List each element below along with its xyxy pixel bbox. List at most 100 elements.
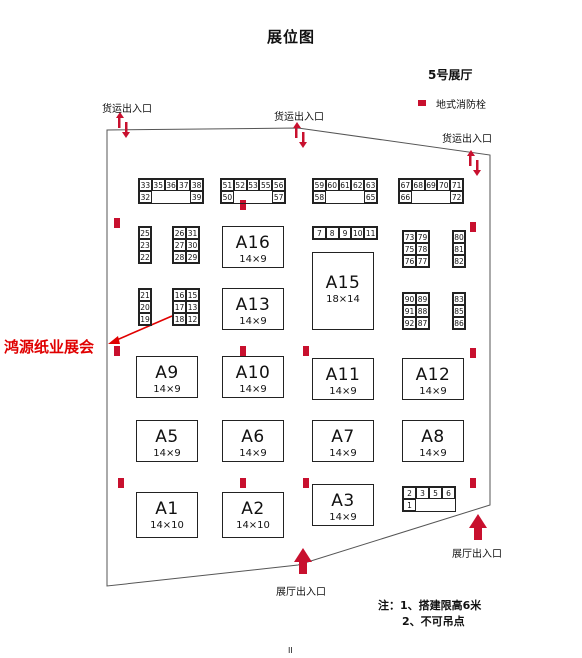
- small-booth-68[interactable]: 68: [411, 179, 425, 191]
- small-booth-51[interactable]: 51: [221, 179, 234, 191]
- small-booth-82[interactable]: 82: [453, 255, 465, 267]
- small-booth-75[interactable]: 75: [403, 243, 416, 255]
- small-booth-86[interactable]: 86: [453, 317, 465, 329]
- small-booth-69[interactable]: 69: [424, 179, 438, 191]
- small-booth-58[interactable]: 58: [313, 191, 326, 203]
- small-booth-26[interactable]: 26: [173, 227, 186, 239]
- small-booth-13[interactable]: 13: [186, 301, 199, 313]
- small-booth-63[interactable]: 63: [364, 179, 377, 191]
- small-booth-81[interactable]: 81: [453, 243, 465, 255]
- small-booth-6[interactable]: 6: [442, 487, 455, 499]
- small-booth-83[interactable]: 83: [453, 293, 465, 305]
- small-booth-57[interactable]: 57: [272, 191, 285, 203]
- small-booth-70[interactable]: 70: [437, 179, 451, 191]
- small-booth-22[interactable]: 22: [139, 251, 151, 263]
- small-booth-87[interactable]: 87: [416, 317, 429, 329]
- small-booth-85[interactable]: 85: [453, 305, 465, 317]
- small-booth-15[interactable]: 15: [186, 289, 199, 301]
- small-booth-16[interactable]: 16: [173, 289, 186, 301]
- cargo-entrance-right-label: 货运出入口: [442, 134, 492, 145]
- small-booth-73[interactable]: 73: [403, 231, 416, 243]
- small-booth-3[interactable]: 3: [416, 487, 429, 499]
- small-booth-72[interactable]: 72: [450, 191, 463, 203]
- small-booth-blank: [247, 191, 260, 203]
- small-booth-37[interactable]: 37: [177, 179, 191, 191]
- small-booth-33[interactable]: 33: [139, 179, 152, 191]
- small-booth-56[interactable]: 56: [272, 179, 285, 191]
- small-booth-38[interactable]: 38: [190, 179, 203, 191]
- small-booth-52[interactable]: 52: [233, 179, 247, 191]
- small-booth-29[interactable]: 29: [186, 251, 199, 263]
- small-booth-79[interactable]: 79: [416, 231, 429, 243]
- small-booth-50[interactable]: 50: [221, 191, 234, 203]
- small-booth-35[interactable]: 35: [151, 179, 165, 191]
- small-booth-9[interactable]: 9: [338, 227, 352, 239]
- small-booth-65[interactable]: 65: [364, 191, 377, 203]
- small-booth-11[interactable]: 11: [364, 227, 377, 239]
- booth-label: A6: [241, 427, 265, 447]
- small-booth-36[interactable]: 36: [164, 179, 178, 191]
- small-booth-21[interactable]: 21: [139, 289, 151, 301]
- small-booth-89[interactable]: 89: [416, 293, 429, 305]
- small-booth-17[interactable]: 17: [173, 301, 186, 313]
- small-booth-62[interactable]: 62: [351, 179, 365, 191]
- small-booth-18[interactable]: 18: [173, 313, 186, 325]
- small-booth-2[interactable]: 2: [403, 487, 416, 499]
- small-booth-77[interactable]: 77: [416, 255, 429, 267]
- small-booth-39[interactable]: 39: [190, 191, 203, 203]
- small-booth-10[interactable]: 10: [351, 227, 365, 239]
- small-booth-5[interactable]: 5: [429, 487, 442, 499]
- small-booth-67[interactable]: 67: [399, 179, 412, 191]
- small-booth-55[interactable]: 55: [259, 179, 273, 191]
- small-booth-25[interactable]: 25: [139, 227, 151, 239]
- small-booth-7[interactable]: 7: [313, 227, 326, 239]
- small-booth-1[interactable]: 1: [403, 499, 416, 511]
- small-booth-92[interactable]: 92: [403, 317, 416, 329]
- small-booth-80[interactable]: 80: [453, 231, 465, 243]
- small-booth-8[interactable]: 8: [325, 227, 339, 239]
- booth-size: 14×9: [419, 386, 447, 397]
- small-booth-23[interactable]: 23: [139, 239, 151, 251]
- small-booth-61[interactable]: 61: [338, 179, 352, 191]
- small-booth-66[interactable]: 66: [399, 191, 412, 203]
- note-line-1: 注：1、搭建限高6米: [378, 599, 482, 612]
- small-booth-76[interactable]: 76: [403, 255, 416, 267]
- small-booth-31[interactable]: 31: [186, 227, 199, 239]
- small-booth-blank: [259, 191, 272, 203]
- hall-entrance-right-label: 展厅出入口: [452, 549, 502, 560]
- booth-size: 14×10: [236, 520, 270, 531]
- small-booth-78[interactable]: 78: [416, 243, 429, 255]
- page-footer: II: [288, 646, 293, 655]
- small-booth-12[interactable]: 12: [186, 313, 199, 325]
- small-booth-60[interactable]: 60: [325, 179, 339, 191]
- small-booth-30[interactable]: 30: [186, 239, 199, 251]
- small-booth-91[interactable]: 91: [403, 305, 416, 317]
- small-booth-88[interactable]: 88: [416, 305, 429, 317]
- small-booth-27[interactable]: 27: [173, 239, 186, 251]
- small-booth-59[interactable]: 59: [313, 179, 326, 191]
- small-booth-20[interactable]: 20: [139, 301, 151, 313]
- small-booth-32[interactable]: 32: [139, 191, 152, 203]
- small-booth-blank: [351, 191, 364, 203]
- hall-name: 5号展厅: [428, 68, 473, 82]
- small-booth-53[interactable]: 53: [246, 179, 260, 191]
- small-booth-90[interactable]: 90: [403, 293, 416, 305]
- small-booth-71[interactable]: 71: [450, 179, 463, 191]
- small-booth-19[interactable]: 19: [139, 313, 151, 325]
- small-booth-28[interactable]: 28: [173, 251, 186, 263]
